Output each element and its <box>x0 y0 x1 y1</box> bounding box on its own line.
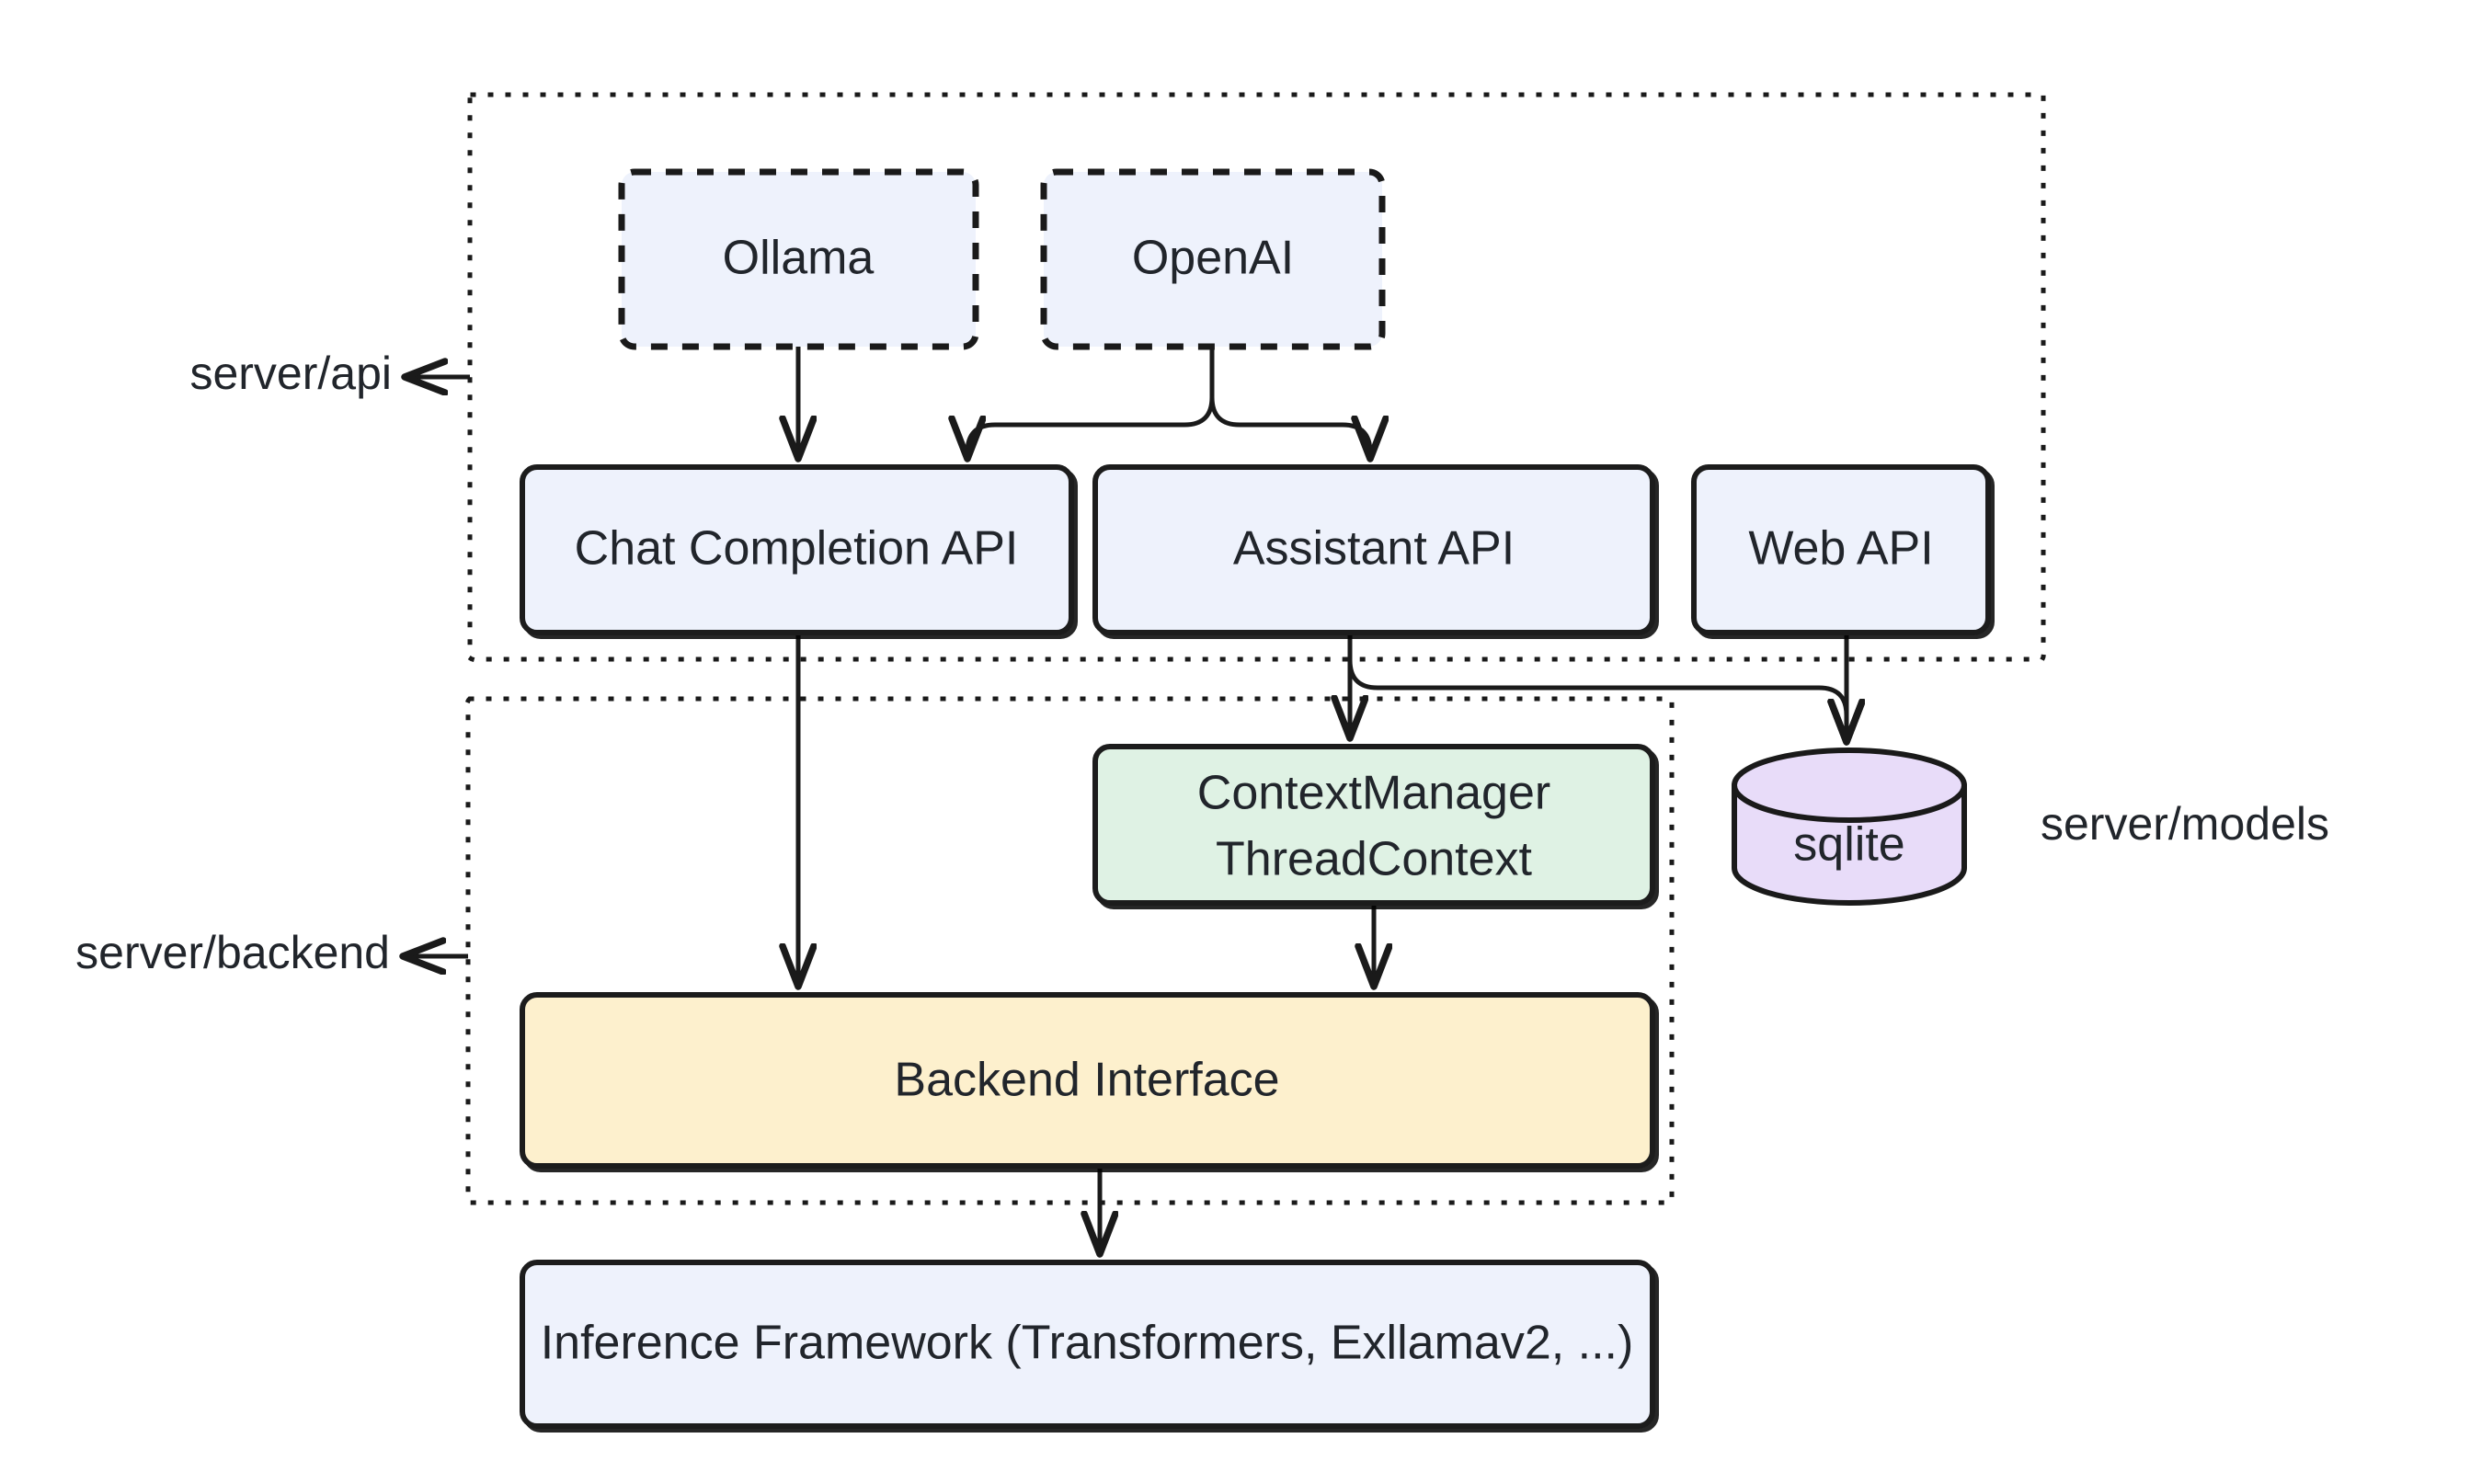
node-inference-framework-box[interactable] <box>520 1260 1655 1429</box>
node-assistant-api-label: Assistant API <box>1233 522 1515 576</box>
node-backend-interface-label: Backend Interface <box>894 1054 1279 1107</box>
cluster-label-server-backend: server/backend <box>75 927 390 978</box>
node-context-manager-box[interactable] <box>1092 744 1655 906</box>
node-web-api-label: Web API <box>1748 522 1933 576</box>
edge-layer <box>798 344 1847 1253</box>
node-ollama-label: Ollama <box>723 232 875 285</box>
node-assistant-api-box[interactable] <box>1092 464 1655 635</box>
edge-openai-to-assistant-api <box>1209 394 1370 458</box>
node-chat-completion-api[interactable]: Chat Completion API <box>520 464 1074 635</box>
cluster-border-backend <box>465 696 1675 1205</box>
node-web-api[interactable]: Web API <box>1691 464 1991 635</box>
node-ollama-box[interactable] <box>618 168 979 350</box>
node-sqlite-label: sqlite <box>1793 818 1904 872</box>
node-openai[interactable]: OpenAI <box>1040 168 1386 350</box>
node-inference-framework-label: Inference Framework (Transformers, Exlla… <box>541 1317 1634 1370</box>
node-sqlite-top[interactable] <box>1732 748 1967 823</box>
node-chat-completion-api-box[interactable] <box>520 464 1074 635</box>
node-openai-box[interactable] <box>1040 168 1386 350</box>
cluster-server-backend: server/backend <box>75 696 1675 1205</box>
node-openai-label: OpenAI <box>1132 232 1294 285</box>
cluster-border-api <box>467 92 2046 662</box>
cluster-server-api: server/api <box>189 92 2046 662</box>
edge-assistant-api-to-sqlite <box>1347 657 1847 741</box>
cluster-label-server-models: server/models <box>2041 798 2329 850</box>
node-context-manager[interactable]: ContextManager ThreadContext <box>1092 744 1655 906</box>
node-context-manager-label-line1: ContextManager <box>1197 767 1550 820</box>
node-chat-completion-api-label: Chat Completion API <box>575 522 1019 576</box>
node-context-manager-label-line2: ThreadContext <box>1216 833 1533 886</box>
node-backend-interface[interactable]: Backend Interface <box>520 992 1655 1169</box>
edge-openai-to-chat-completion-api <box>967 394 1215 458</box>
node-backend-interface-box[interactable] <box>520 992 1655 1169</box>
node-inference-framework[interactable]: Inference Framework (Transformers, Exlla… <box>520 1260 1655 1429</box>
node-assistant-api[interactable]: Assistant API <box>1092 464 1655 635</box>
cluster-label-server-api: server/api <box>189 348 392 399</box>
node-web-api-box[interactable] <box>1691 464 1991 635</box>
node-ollama[interactable]: Ollama <box>618 168 979 350</box>
node-sqlite[interactable]: sqlite <box>1732 748 1967 906</box>
